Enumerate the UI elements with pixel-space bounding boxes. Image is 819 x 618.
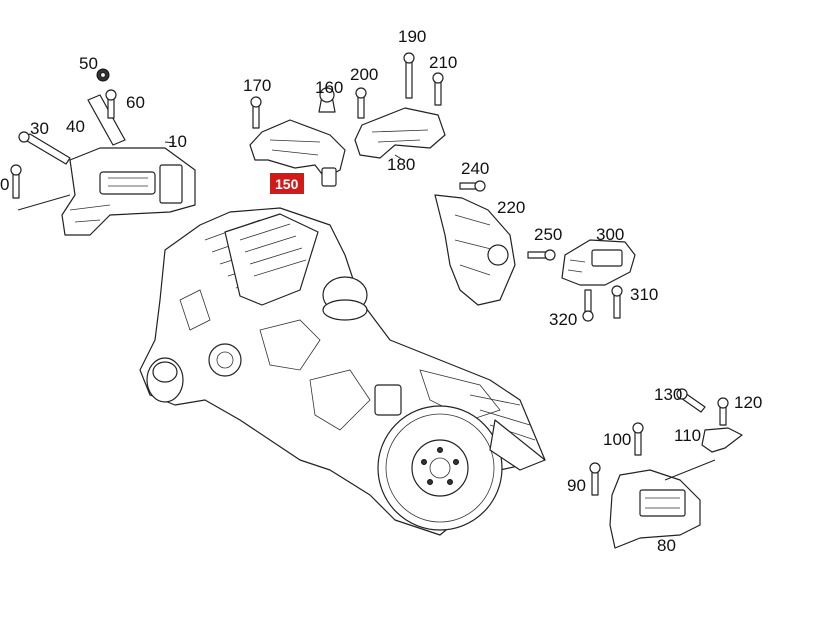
label-110: 110: [674, 426, 701, 445]
engine-mount-80: [589, 388, 743, 549]
label-320: 320: [549, 310, 577, 329]
label-300: 300: [596, 225, 624, 244]
label-80: 80: [657, 536, 676, 555]
label-170: 170: [243, 76, 271, 95]
label-210: 210: [429, 53, 457, 72]
label-200: 200: [350, 65, 378, 84]
engine-mount-150: [249, 87, 346, 187]
engine-bracket-180: [354, 52, 446, 161]
label-160: 160: [315, 78, 343, 97]
label-0: 0: [0, 175, 9, 194]
highlight-box-150: [270, 173, 304, 194]
label-40: 40: [66, 117, 85, 136]
label-30: 30: [30, 119, 49, 138]
label-180: 180: [387, 155, 415, 174]
label-150: 150: [275, 176, 299, 192]
engine-mount-left: [10, 68, 196, 236]
engine-assembly: [139, 207, 546, 536]
label-120: 120: [734, 393, 762, 412]
engine-mount-300: [527, 239, 636, 322]
label-50: 50: [79, 54, 98, 73]
label-220: 220: [497, 198, 525, 217]
label-130: 130: [654, 385, 682, 404]
part-number-labels: 0 10 30 40 50 60 80 90 100 110 120 130 1…: [0, 27, 762, 555]
label-10: 10: [168, 132, 187, 151]
label-60: 60: [126, 93, 145, 112]
engine-bracket-220: [434, 180, 516, 306]
label-100: 100: [603, 430, 631, 449]
label-310: 310: [630, 285, 658, 304]
label-250: 250: [534, 225, 562, 244]
label-240: 240: [461, 159, 489, 178]
label-90: 90: [567, 476, 586, 495]
label-190: 190: [398, 27, 426, 46]
